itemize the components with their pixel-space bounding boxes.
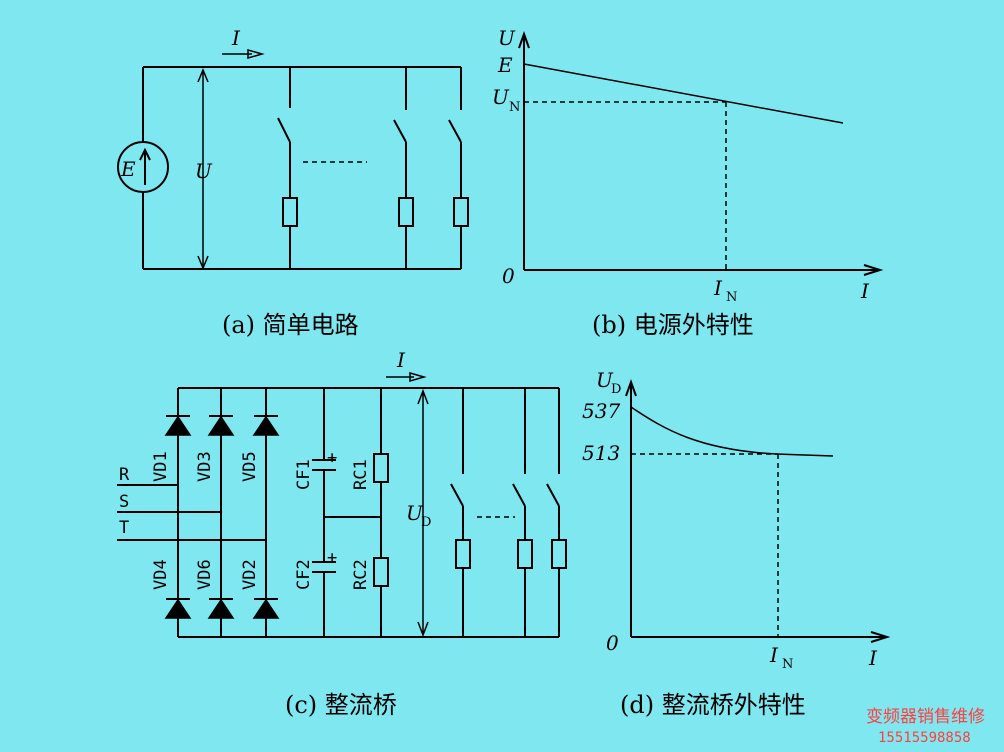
source-arrow	[139, 147, 151, 185]
circuit-a-frame	[142, 66, 461, 270]
diode-label-vd5: VD5	[240, 451, 260, 482]
resistor-label-rc1: RC1	[351, 459, 371, 490]
output-voltage-arrow	[417, 388, 429, 638]
output-voltage-sub: D	[421, 515, 431, 530]
load-resistor-1	[282, 197, 298, 227]
capacitor-label-cf2: CF2	[294, 559, 314, 590]
caption-d: (d) 整流桥外特性	[620, 691, 806, 719]
capacitor-branch	[312, 388, 336, 637]
bridge-current-label: I	[396, 348, 406, 372]
resistor-branch	[324, 388, 382, 637]
load-resistor-3	[453, 197, 469, 227]
bridge-load-resistor-3	[551, 539, 567, 569]
graph-b-un-label: U	[492, 85, 510, 109]
load-branch-3	[448, 67, 462, 269]
resistor-rc2	[373, 557, 389, 587]
diode-label-vd6: VD6	[195, 559, 215, 590]
bridge-current-arrow	[386, 372, 427, 382]
graph-b-emf-tick: E	[497, 53, 513, 77]
graph-b-in-sub: N	[726, 290, 737, 305]
diode-vd6	[207, 598, 235, 619]
graph-b-curve	[523, 63, 844, 124]
source-symbol	[117, 141, 169, 193]
diode-vd2	[252, 598, 280, 619]
diode-label-vd3: VD3	[195, 451, 215, 482]
graph-b-origin: 0	[502, 264, 515, 288]
bridge-load-resistor-2	[517, 539, 533, 569]
graph-b-x-label: I	[860, 279, 870, 303]
graph-d-origin: 0	[606, 631, 619, 655]
diode-vd1	[164, 415, 192, 436]
resistor-label-rc2: RC2	[351, 559, 371, 590]
caption-b: (b) 电源外特性	[592, 311, 754, 339]
graph-d-in-sub: N	[782, 657, 793, 672]
bridge-rails	[177, 387, 559, 638]
source-label: E	[120, 157, 136, 181]
graph-b-rated-guides	[524, 101, 727, 270]
voltage-label: U	[195, 159, 213, 183]
graph-d-x-label: I	[868, 646, 878, 670]
graph-b-y-label: U	[498, 26, 516, 50]
diode-vd5	[252, 415, 280, 436]
load-resistor-2	[398, 197, 414, 227]
current-label: I	[231, 26, 241, 50]
caption-a: (a) 简单电路	[222, 311, 359, 339]
graph-d-in-label: I	[769, 643, 779, 667]
phase-lines	[117, 484, 266, 541]
phase-label-t: T	[119, 518, 129, 538]
bridge-load-resistor-1	[455, 539, 471, 569]
watermark-line-2: 15515598858	[878, 730, 971, 746]
current-arrow	[222, 49, 265, 59]
caption-c: (c) 整流桥	[285, 691, 397, 719]
diode-vd4	[164, 598, 192, 619]
graph-d: U D 537 513 0 I N I	[582, 368, 891, 672]
graph-b-x-axis	[524, 264, 884, 276]
load-branch-1	[277, 67, 291, 269]
diode-symbols	[164, 415, 280, 619]
graph-d-curve	[630, 406, 834, 457]
diode-label-vd1: VD1	[151, 451, 171, 482]
phase-label-r: R	[119, 465, 130, 485]
graph-d-537-label: 537	[582, 399, 620, 423]
bridge-load-branch-1	[450, 388, 464, 637]
capacitor-label-cf1: CF1	[294, 459, 314, 490]
diode-label-vd4: VD4	[151, 559, 171, 590]
phase-label-s: S	[119, 492, 129, 512]
diode-label-vd2: VD2	[240, 559, 260, 590]
resistor-rc1	[373, 453, 389, 483]
graph-b: U E U N 0 I N I	[492, 26, 884, 305]
diode-vd3	[207, 415, 235, 436]
watermark-line-1: 变频器销售维修	[866, 707, 985, 727]
graph-d-513-label: 513	[582, 441, 620, 465]
graph-b-un-sub: N	[509, 100, 520, 115]
graph-d-y-axis	[625, 379, 637, 637]
graph-d-rated-guides	[631, 453, 779, 637]
bridge-load-branch-2	[512, 388, 526, 637]
graph-d-x-axis	[631, 631, 891, 643]
graph-d-y-sub: D	[611, 382, 621, 397]
graph-b-in-label: I	[713, 276, 723, 300]
load-branch-2	[393, 67, 407, 269]
cf1-plus: +	[327, 448, 337, 468]
output-voltage-label: U	[406, 501, 424, 525]
voltage-arrow	[197, 68, 209, 270]
graph-b-y-axis	[518, 31, 530, 270]
circuit-a: E U I	[117, 26, 469, 270]
cf2-plus: +	[327, 548, 337, 568]
bridge-load-branch-3	[546, 388, 560, 637]
bridge-c: R S T VD1 VD3 VD5 VD4 VD6 VD2 + + CF1	[117, 348, 567, 638]
graph-d-y-label: U	[596, 368, 614, 392]
